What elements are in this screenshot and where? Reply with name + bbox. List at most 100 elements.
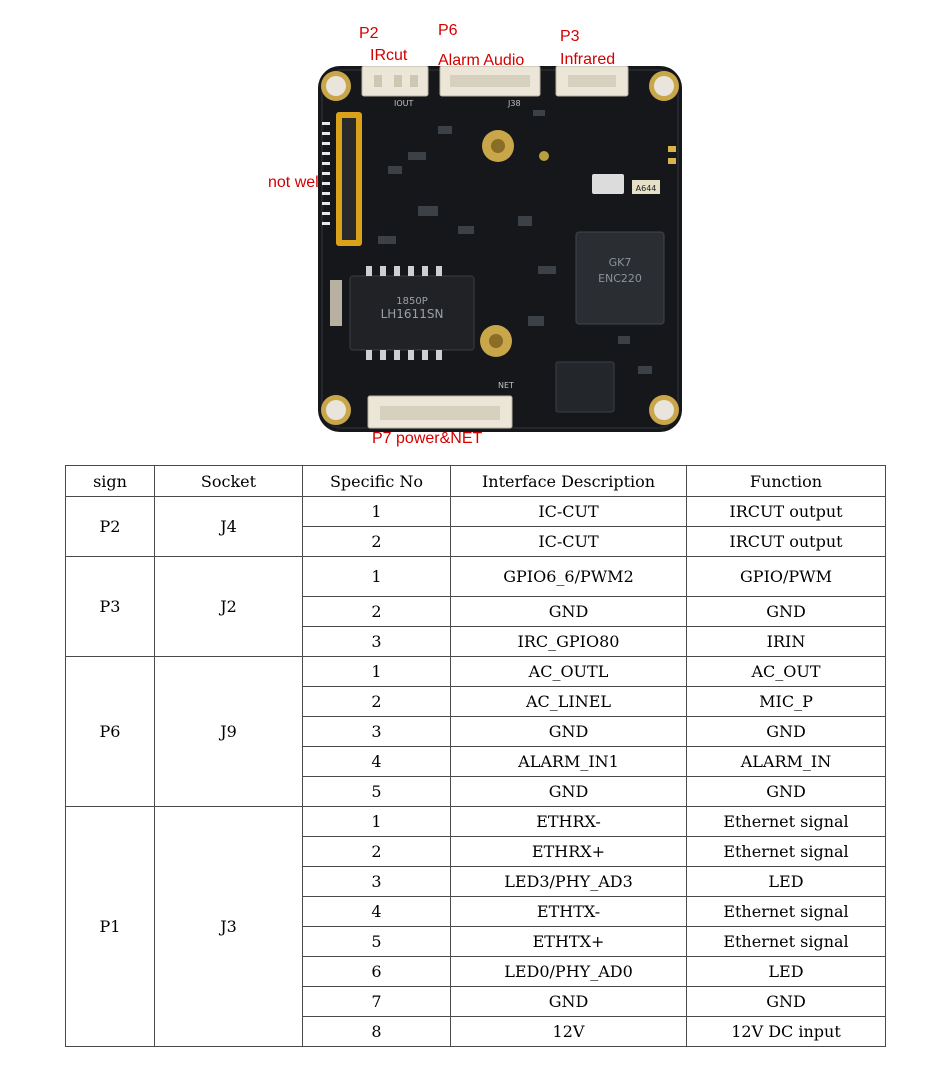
- function-cell: Ethernet signal: [686, 896, 886, 927]
- description-cell: LED3/PHY_AD3: [450, 866, 687, 897]
- pin-no-cell: 5: [302, 776, 451, 807]
- function-cell: Ethernet signal: [686, 836, 886, 867]
- pcb-board: LH1611SN 1850P GK7 ENC220: [318, 66, 682, 432]
- pin-no-cell: 3: [302, 626, 451, 657]
- description-cell: AC_LINEL: [450, 686, 687, 717]
- ethernet-transformer-chip: LH1611SN 1850P: [349, 266, 475, 360]
- svg-text:NET: NET: [498, 381, 514, 390]
- unwelded-header: [322, 112, 362, 246]
- description-cell: IRC_GPIO80: [450, 626, 687, 657]
- board-figure: P2 IRcut P6 Alarm Audio P3 Infrared not …: [0, 0, 950, 460]
- header-interface-description: Interface Description: [450, 465, 687, 497]
- table-row: P3 J2 1 GPIO6_6/PWM2 GPIO/PWM: [65, 556, 886, 657]
- connector-j2: [555, 66, 629, 97]
- socket-cell: J9: [154, 656, 303, 807]
- callout-p7: P7 power&NET: [372, 430, 483, 447]
- crystal: [592, 174, 624, 194]
- capacitor: [330, 280, 342, 326]
- connector-j3: [367, 395, 513, 429]
- sign-cell: P1: [65, 806, 155, 1047]
- description-cell: AC_OUTL: [450, 656, 687, 687]
- header-socket: Socket: [154, 465, 303, 497]
- description-cell: ETHTX-: [450, 896, 687, 927]
- table-row: 2 IC-CUT IRCUT output: [66, 526, 886, 557]
- function-cell: IRCUT output: [686, 496, 886, 527]
- table-row: 3 GND GND: [66, 716, 886, 747]
- pin-no-cell: 2: [302, 596, 451, 627]
- pin-no-cell: 1: [302, 806, 451, 837]
- pin-no-cell: 3: [302, 866, 451, 897]
- connector-j4: [361, 66, 429, 97]
- header-sign: sign: [65, 465, 155, 497]
- pin-no-cell: 4: [302, 896, 451, 927]
- function-cell: IRCUT output: [686, 526, 886, 557]
- sign-cell: P6: [65, 656, 155, 807]
- function-cell: AC_OUT: [686, 656, 886, 687]
- table-row: 6 LED0/PHY_AD0 LED: [66, 956, 886, 987]
- table-row: 7 GND GND: [66, 986, 886, 1017]
- svg-text:1850P: 1850P: [396, 296, 427, 307]
- pin-no-cell: 8: [302, 1016, 451, 1047]
- flash-chip: [555, 361, 615, 413]
- function-cell: LED: [686, 866, 886, 897]
- pin-no-cell: 2: [302, 836, 451, 867]
- svg-text:IOUT: IOUT: [394, 99, 414, 108]
- svg-text:J38: J38: [507, 99, 521, 108]
- table-row: P6 J9 1 AC_OUTL AC_OUT: [65, 656, 886, 807]
- small-components: [378, 110, 652, 374]
- pin-no-cell: 5: [302, 926, 451, 957]
- table-row: 3 IRC_GPIO80 IRIN: [66, 626, 886, 657]
- description-cell: GND: [450, 716, 687, 747]
- pin-no-cell: 3: [302, 716, 451, 747]
- function-cell: GND: [686, 986, 886, 1017]
- svg-text:ENC220: ENC220: [598, 272, 642, 285]
- table-row: P2 J4 1 IC-CUT IRCUT output: [65, 496, 886, 557]
- pin-no-cell: 1: [302, 656, 451, 687]
- table-row: 3 LED3/PHY_AD3 LED: [66, 866, 886, 897]
- description-cell: IC-CUT: [450, 496, 687, 527]
- function-cell: LED: [686, 956, 886, 987]
- description-cell: LED0/PHY_AD0: [450, 956, 687, 987]
- callout-p6: P6: [438, 22, 458, 39]
- function-cell: GND: [686, 596, 886, 627]
- callout-p2: P2: [359, 25, 379, 42]
- pin-no-cell: 7: [302, 986, 451, 1017]
- socket-cell: J3: [154, 806, 303, 1047]
- pin-definition-table: sign Socket Specific No Interface Descri…: [65, 465, 886, 1047]
- table-row: P1 J3 1 ETHRX- Ethernet signal: [65, 806, 886, 1047]
- callout-p3: P3: [560, 28, 580, 45]
- function-cell: MIC_P: [686, 686, 886, 717]
- sign-cell: P3: [65, 556, 155, 657]
- socket-cell: J2: [154, 556, 303, 657]
- test-pad: [539, 151, 549, 161]
- table-row: 5 ETHTX+ Ethernet signal: [66, 926, 886, 957]
- description-cell: 12V: [450, 1016, 687, 1047]
- svg-text:LH1611SN: LH1611SN: [381, 307, 444, 321]
- connector-j9: [439, 66, 541, 97]
- pin-no-cell: 1: [302, 556, 451, 597]
- description-cell: ETHRX-: [450, 806, 687, 837]
- function-cell: 12V DC input: [686, 1016, 886, 1047]
- pin-no-cell: 2: [302, 686, 451, 717]
- table-row: 2 ETHRX+ Ethernet signal: [66, 836, 886, 867]
- table-row: 4 ALARM_IN1 ALARM_IN: [66, 746, 886, 777]
- description-cell: GND: [450, 986, 687, 1017]
- function-cell: IRIN: [686, 626, 886, 657]
- table-row: 2 GND GND: [66, 596, 886, 627]
- socket-cell: J4: [154, 496, 303, 557]
- soc-chip: GK7 ENC220: [575, 231, 665, 325]
- description-cell: IC-CUT: [450, 526, 687, 557]
- description-cell: GPIO6_6/PWM2: [450, 556, 687, 597]
- svg-text:GK7: GK7: [609, 256, 632, 269]
- pin-no-cell: 1: [302, 496, 451, 527]
- description-cell: ETHRX+: [450, 836, 687, 867]
- description-cell: ETHTX+: [450, 926, 687, 957]
- callout-alarm-audio: Alarm Audio: [438, 52, 525, 69]
- pin-no-cell: 2: [302, 526, 451, 557]
- header-specific-no: Specific No: [302, 465, 451, 497]
- callout-infrared: Infrared: [560, 51, 616, 68]
- function-cell: ALARM_IN: [686, 746, 886, 777]
- led-label: [632, 180, 660, 194]
- function-cell: GND: [686, 776, 886, 807]
- function-cell: GPIO/PWM: [686, 556, 886, 597]
